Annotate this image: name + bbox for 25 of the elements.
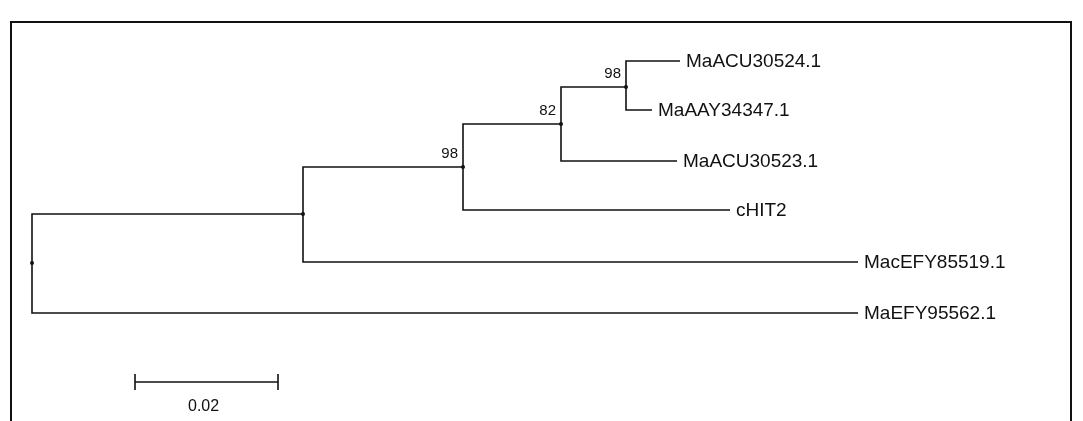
bootstrap-value: 98 — [604, 65, 621, 81]
taxon-label: MaEFY95562.1 — [858, 302, 997, 324]
taxon-label: MacEFY85519.1 — [858, 251, 1006, 273]
branch-node — [559, 122, 563, 126]
scale-value: 0.02 — [188, 398, 220, 414]
branch-node — [301, 212, 305, 216]
branch-node — [461, 165, 465, 169]
tree-branch — [302, 213, 859, 263]
tree-branch — [560, 86, 627, 125]
tree-branch — [302, 166, 464, 215]
taxon-label: MaAAY34347.1 — [652, 99, 790, 121]
tree-branch — [462, 166, 731, 211]
tree-branch — [560, 123, 678, 162]
bootstrap-value: 82 — [539, 102, 556, 118]
branch-node — [624, 85, 628, 89]
tree-branch — [31, 262, 859, 314]
bootstrap-value: 98 — [441, 145, 458, 161]
taxon-label: MaACU30524.1 — [680, 50, 822, 72]
taxon-label: cHIT2 — [730, 199, 787, 221]
tree-branch — [625, 86, 653, 111]
tree-branch — [31, 213, 304, 264]
tree-branch — [625, 60, 681, 88]
taxon-label: MaACU30523.1 — [677, 150, 819, 172]
tree-branch — [462, 123, 562, 168]
branch-node — [30, 261, 34, 265]
